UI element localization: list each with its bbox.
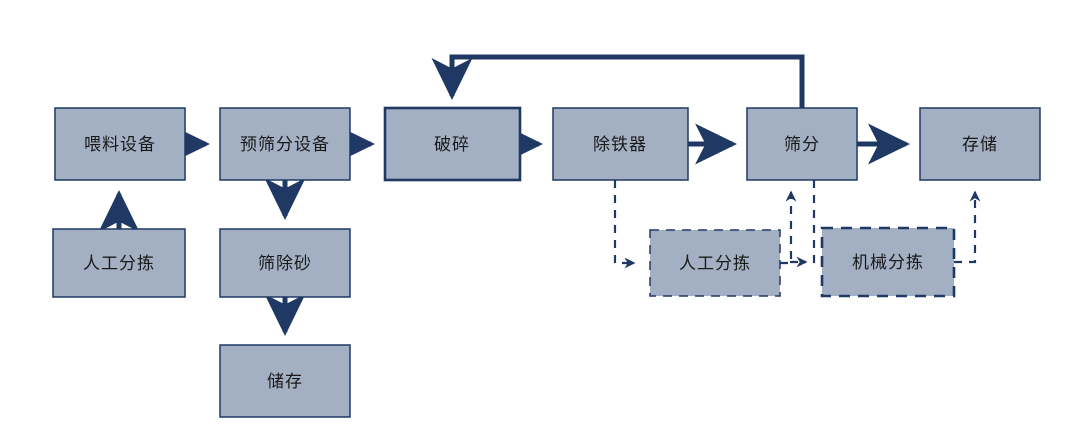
node-prescreen[interactable]: 预筛分设备 — [219, 107, 351, 181]
node-label-mechanical-sorting: 机械分拣 — [852, 253, 924, 273]
node-label-store: 储存 — [267, 372, 303, 392]
edge-mechanical-to-storage — [954, 190, 981, 264]
edge-screen-to-crush-return — [431, 54, 805, 108]
node-mechanical-sorting[interactable]: 机械分拣 — [820, 226, 956, 298]
node-manual-sorting-left[interactable]: 人工分拣 — [52, 228, 186, 298]
edge-manual2-to-screen — [780, 190, 797, 265]
node-label-sand-removal: 筛除砂 — [258, 254, 312, 274]
node-sand-removal[interactable]: 筛除砂 — [219, 228, 351, 298]
node-screen[interactable]: 筛分 — [746, 107, 858, 181]
node-label-screen: 筛分 — [784, 135, 820, 155]
node-feed[interactable]: 喂料设备 — [54, 107, 186, 181]
edge-deiron-to-manual2 — [613, 180, 636, 269]
connector-layer — [98, 54, 981, 337]
node-label-prescreen: 预筛分设备 — [240, 135, 330, 155]
node-store[interactable]: 储存 — [219, 344, 351, 418]
node-label-storage: 存储 — [962, 135, 998, 155]
node-layer: 喂料设备 预筛分设备 破碎 除铁器 筛分 存储 — [52, 106, 1041, 418]
node-label-manual-sorting-left: 人工分拣 — [83, 254, 155, 274]
node-deiron[interactable]: 除铁器 — [552, 107, 689, 181]
node-label-crush: 破碎 — [434, 135, 470, 155]
node-crush[interactable]: 破碎 — [383, 106, 522, 182]
node-storage[interactable]: 存储 — [919, 107, 1041, 181]
node-label-feed: 喂料设备 — [84, 135, 156, 155]
node-label-deiron: 除铁器 — [593, 135, 647, 155]
edge-screen-to-mechanical — [806, 180, 816, 264]
node-label-manual-sorting-right: 人工分拣 — [679, 254, 751, 274]
node-manual-sorting-right[interactable]: 人工分拣 — [649, 229, 781, 297]
